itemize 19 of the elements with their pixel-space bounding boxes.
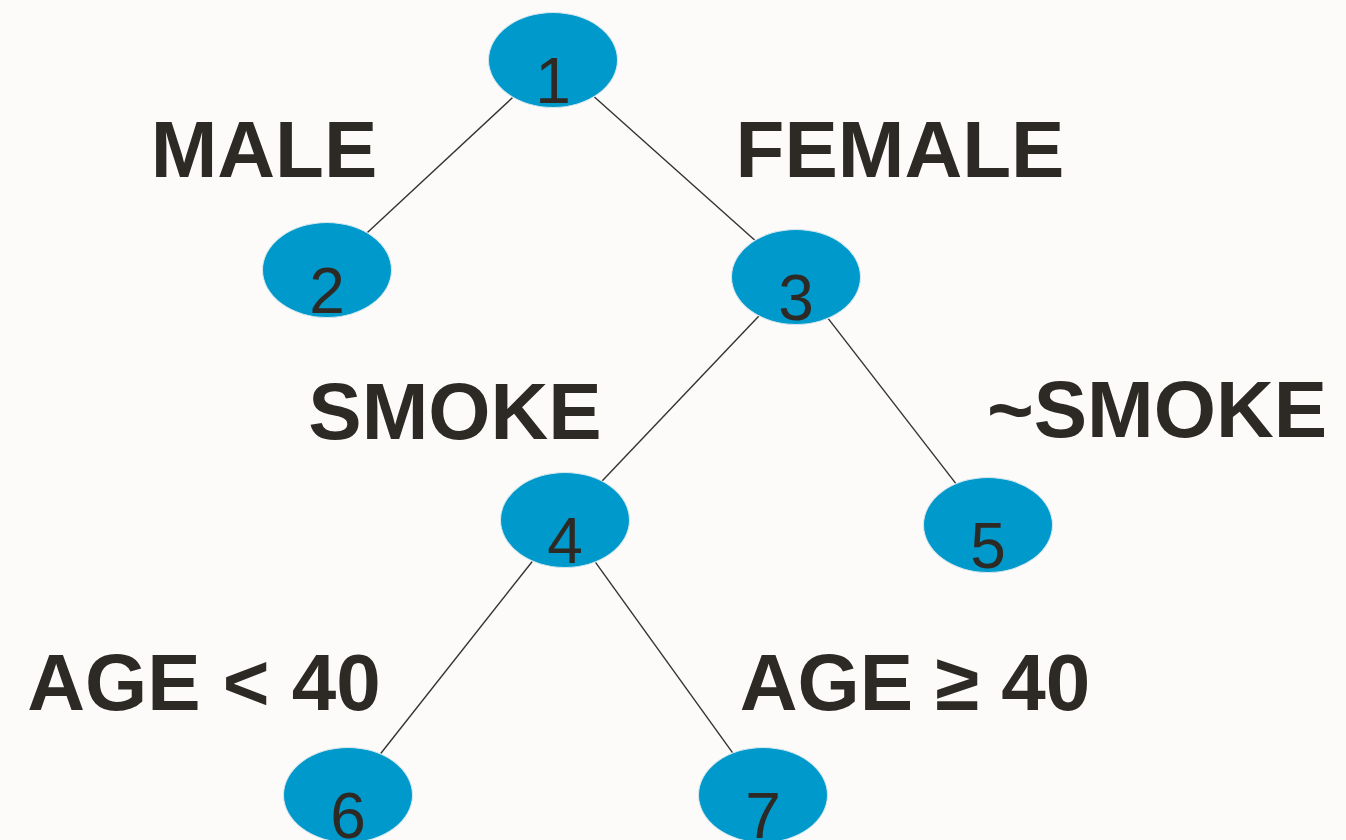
node-number: 2: [309, 259, 345, 323]
edge-label: SMOKE: [308, 372, 602, 452]
connector-line: [827, 317, 957, 485]
edge-label: AGE ≥ 40: [739, 643, 1091, 723]
node-number: 6: [330, 784, 366, 840]
connector-line: [380, 560, 533, 755]
edge-label: AGE < 40: [27, 643, 381, 723]
edge-label: ~SMOKE: [986, 370, 1328, 450]
node-number: 3: [778, 266, 814, 330]
node-number: 1: [535, 49, 571, 113]
node-number: 5: [970, 514, 1006, 578]
connector-line: [601, 315, 760, 482]
node-number: 4: [547, 509, 583, 573]
edge-label: FEMALE: [735, 110, 1065, 190]
connector-line: [594, 561, 734, 754]
connector-line: [366, 96, 514, 234]
edge-label: MALE: [150, 110, 378, 190]
node-number: 7: [745, 784, 781, 840]
connector-line: [593, 96, 756, 241]
